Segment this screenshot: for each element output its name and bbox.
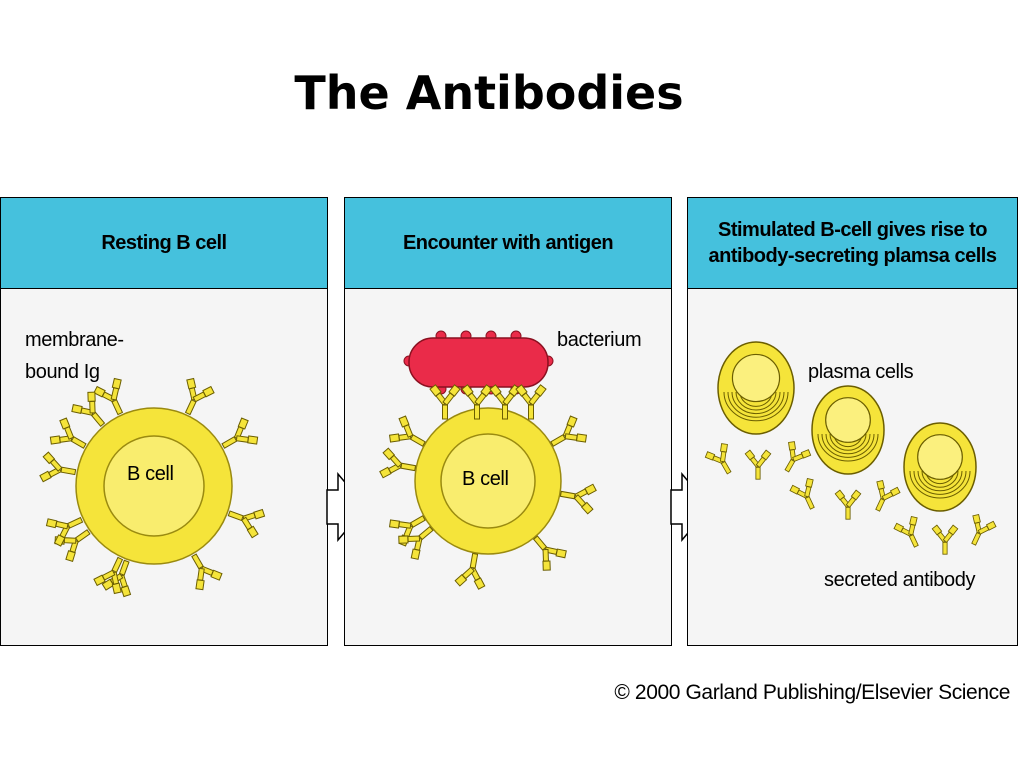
antibody	[398, 525, 434, 560]
antibody	[39, 451, 77, 483]
antibody	[875, 479, 901, 512]
antibody	[49, 417, 87, 449]
antibody	[784, 441, 812, 473]
antibody	[515, 384, 547, 420]
panel-header: Stimulated B-cell gives rise to antibody…	[688, 198, 1017, 289]
antibody	[227, 508, 266, 539]
secreted-antibodies	[704, 441, 997, 555]
antibody	[489, 384, 521, 420]
antibody	[461, 384, 493, 420]
panel-header: Resting B cell	[1, 198, 327, 289]
antibody	[931, 524, 959, 555]
antibody	[789, 477, 815, 510]
membrane-antibodies	[379, 384, 597, 590]
copyright-notice: © 2000 Garland Publishing/Elsevier Scien…	[614, 681, 1010, 704]
antibody	[559, 483, 597, 515]
antibody	[93, 377, 124, 416]
antibody	[101, 559, 132, 598]
membrane-label-line1: membrane-	[25, 329, 124, 351]
antibody	[429, 384, 461, 420]
antibody	[834, 489, 862, 520]
bacterium-label: bacterium	[557, 329, 642, 351]
antibody	[221, 417, 259, 449]
membrane-antibodies	[39, 377, 266, 598]
antibody	[93, 556, 124, 595]
antibody	[532, 535, 567, 571]
bacterium	[403, 330, 554, 395]
antibody	[971, 513, 997, 546]
antibody	[454, 552, 486, 590]
secreted-antibody-label: secreted antibody	[824, 569, 976, 591]
antibody	[893, 515, 919, 548]
antibody	[379, 447, 417, 479]
plasma-cell	[903, 422, 977, 512]
panel-header: Encounter with antigen	[345, 198, 671, 289]
b-cell	[414, 407, 562, 555]
slide-title: The Antibodies	[294, 66, 684, 120]
antibody	[71, 391, 106, 428]
antibody	[388, 415, 426, 447]
plasma-cells	[717, 341, 977, 512]
b-cell-label: B cell	[462, 468, 509, 490]
antibody	[191, 553, 223, 591]
antibody	[550, 415, 588, 447]
panel-plasma-cells: Stimulated B-cell gives rise to antibody…	[687, 197, 1018, 646]
membrane-label-line2: bound Ig	[25, 361, 100, 383]
plasma-cell	[811, 385, 885, 475]
antibody	[45, 516, 84, 547]
antibody	[744, 449, 772, 480]
b-cell-label: B cell	[127, 463, 174, 485]
antibody	[704, 443, 732, 475]
antibody	[184, 377, 215, 416]
plasma-cells-label: plasma cells	[808, 361, 914, 383]
panel-encounter-antigen: Encounter with antigen bacteriu	[344, 197, 672, 646]
plasma-cell	[717, 341, 795, 435]
panel-resting-b-cell: Resting B cell membrane- bound Ig B cell	[0, 197, 328, 646]
b-cell	[75, 407, 233, 565]
